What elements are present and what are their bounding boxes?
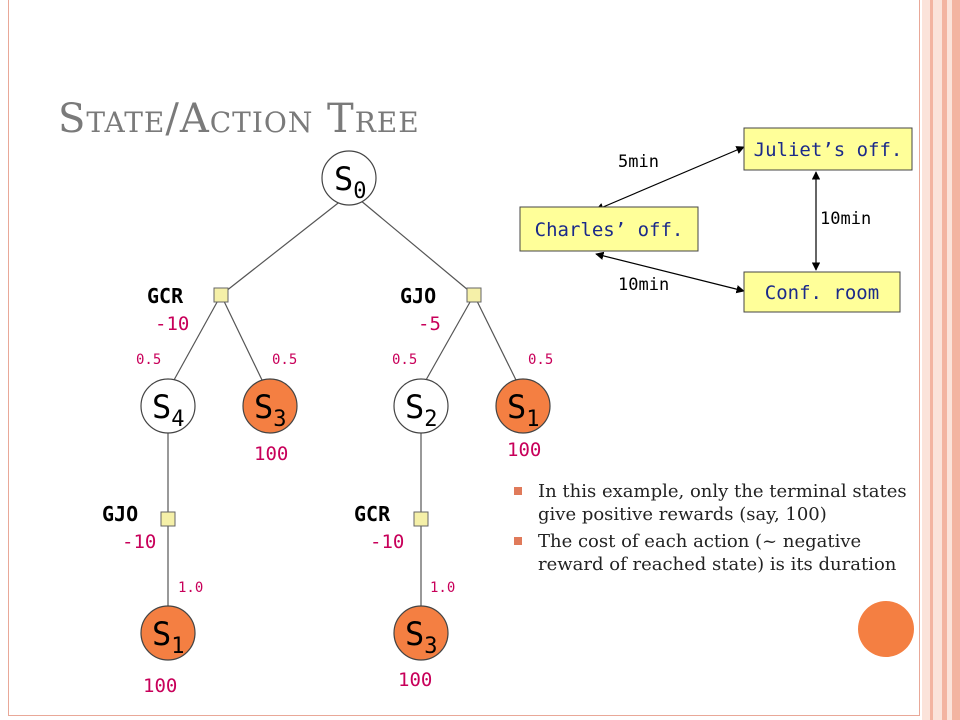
svg-text:S0: S0 xyxy=(334,160,367,204)
location-charles-office: Charles’ off. xyxy=(519,206,699,252)
edge-label-juliet-conf: 10min xyxy=(820,209,871,229)
prob-s1b: 1.0 xyxy=(178,580,203,596)
prob-s4: 0.5 xyxy=(136,352,161,368)
bullet-square-icon xyxy=(514,537,522,545)
action-box-gjo-top xyxy=(466,287,482,303)
prob-s3b: 1.0 xyxy=(430,580,455,596)
reward-s3a: 100 xyxy=(254,443,288,465)
state-node-s1a: S1 xyxy=(495,378,551,434)
state-node-s3b: S3 xyxy=(393,605,449,661)
bullet-square-icon xyxy=(514,487,522,495)
right-decorative-stripes xyxy=(922,0,960,720)
svg-text:S3: S3 xyxy=(254,388,287,432)
prob-s1a: 0.5 xyxy=(528,352,553,368)
state-node-s2: S2 xyxy=(393,378,449,434)
action-box-gcr-bottom xyxy=(413,511,429,527)
svg-text:Juliet’s off.: Juliet’s off. xyxy=(754,139,903,161)
state-node-s0: S0 xyxy=(321,150,377,206)
prob-s2: 0.5 xyxy=(392,352,417,368)
svg-text:S1: S1 xyxy=(152,615,185,659)
svg-text:S3: S3 xyxy=(405,615,438,659)
svg-text:S4: S4 xyxy=(152,388,185,432)
action-cost-gjo-top: -5 xyxy=(418,313,441,335)
action-cost-gcr-bottom: -10 xyxy=(370,531,404,553)
svg-text:S1: S1 xyxy=(507,388,540,432)
action-label-gcr-top: GCR xyxy=(147,284,184,308)
bullet-list: In this example, only the terminal state… xyxy=(512,480,912,580)
state-node-s1b: S1 xyxy=(140,605,196,661)
bullet-item: In this example, only the terminal state… xyxy=(512,480,912,526)
slide-border xyxy=(8,0,920,716)
state-node-s4: S4 xyxy=(140,378,196,434)
decorative-orange-circle xyxy=(858,601,914,657)
state-node-s3a: S3 xyxy=(242,378,298,434)
action-box-gcr-top xyxy=(213,287,229,303)
slide-title: State/Action Tree xyxy=(58,96,420,142)
tree-edges xyxy=(167,199,517,608)
reward-s1a: 100 xyxy=(507,439,541,461)
action-cost-gjo-bottom: -10 xyxy=(122,531,156,553)
edge-label-charles-conf: 10min xyxy=(618,275,669,295)
reward-s1b: 100 xyxy=(143,675,177,697)
location-conf-room: Conf. room xyxy=(743,271,901,313)
bullet-text: The cost of each action (~ negative rewa… xyxy=(538,531,897,575)
bullet-item: The cost of each action (~ negative rewa… xyxy=(512,530,912,576)
action-label-gjo-bottom: GJO xyxy=(102,502,138,526)
prob-s3a: 0.5 xyxy=(272,352,297,368)
reward-s3b: 100 xyxy=(398,669,432,691)
svg-text:Conf. room: Conf. room xyxy=(765,282,879,304)
action-box-gjo-bottom xyxy=(160,511,176,527)
location-juliet-office: Juliet’s off. xyxy=(743,127,913,171)
svg-text:S2: S2 xyxy=(405,388,438,432)
bullet-text: In this example, only the terminal state… xyxy=(538,481,907,525)
action-label-gcr-bottom: GCR xyxy=(354,502,391,526)
action-cost-gcr-top: -10 xyxy=(155,313,189,335)
edge-label-charles-juliet: 5min xyxy=(618,152,659,172)
svg-text:Charles’ off.: Charles’ off. xyxy=(535,219,684,241)
map-edges xyxy=(595,146,821,294)
action-label-gjo-top: GJO xyxy=(400,284,436,308)
